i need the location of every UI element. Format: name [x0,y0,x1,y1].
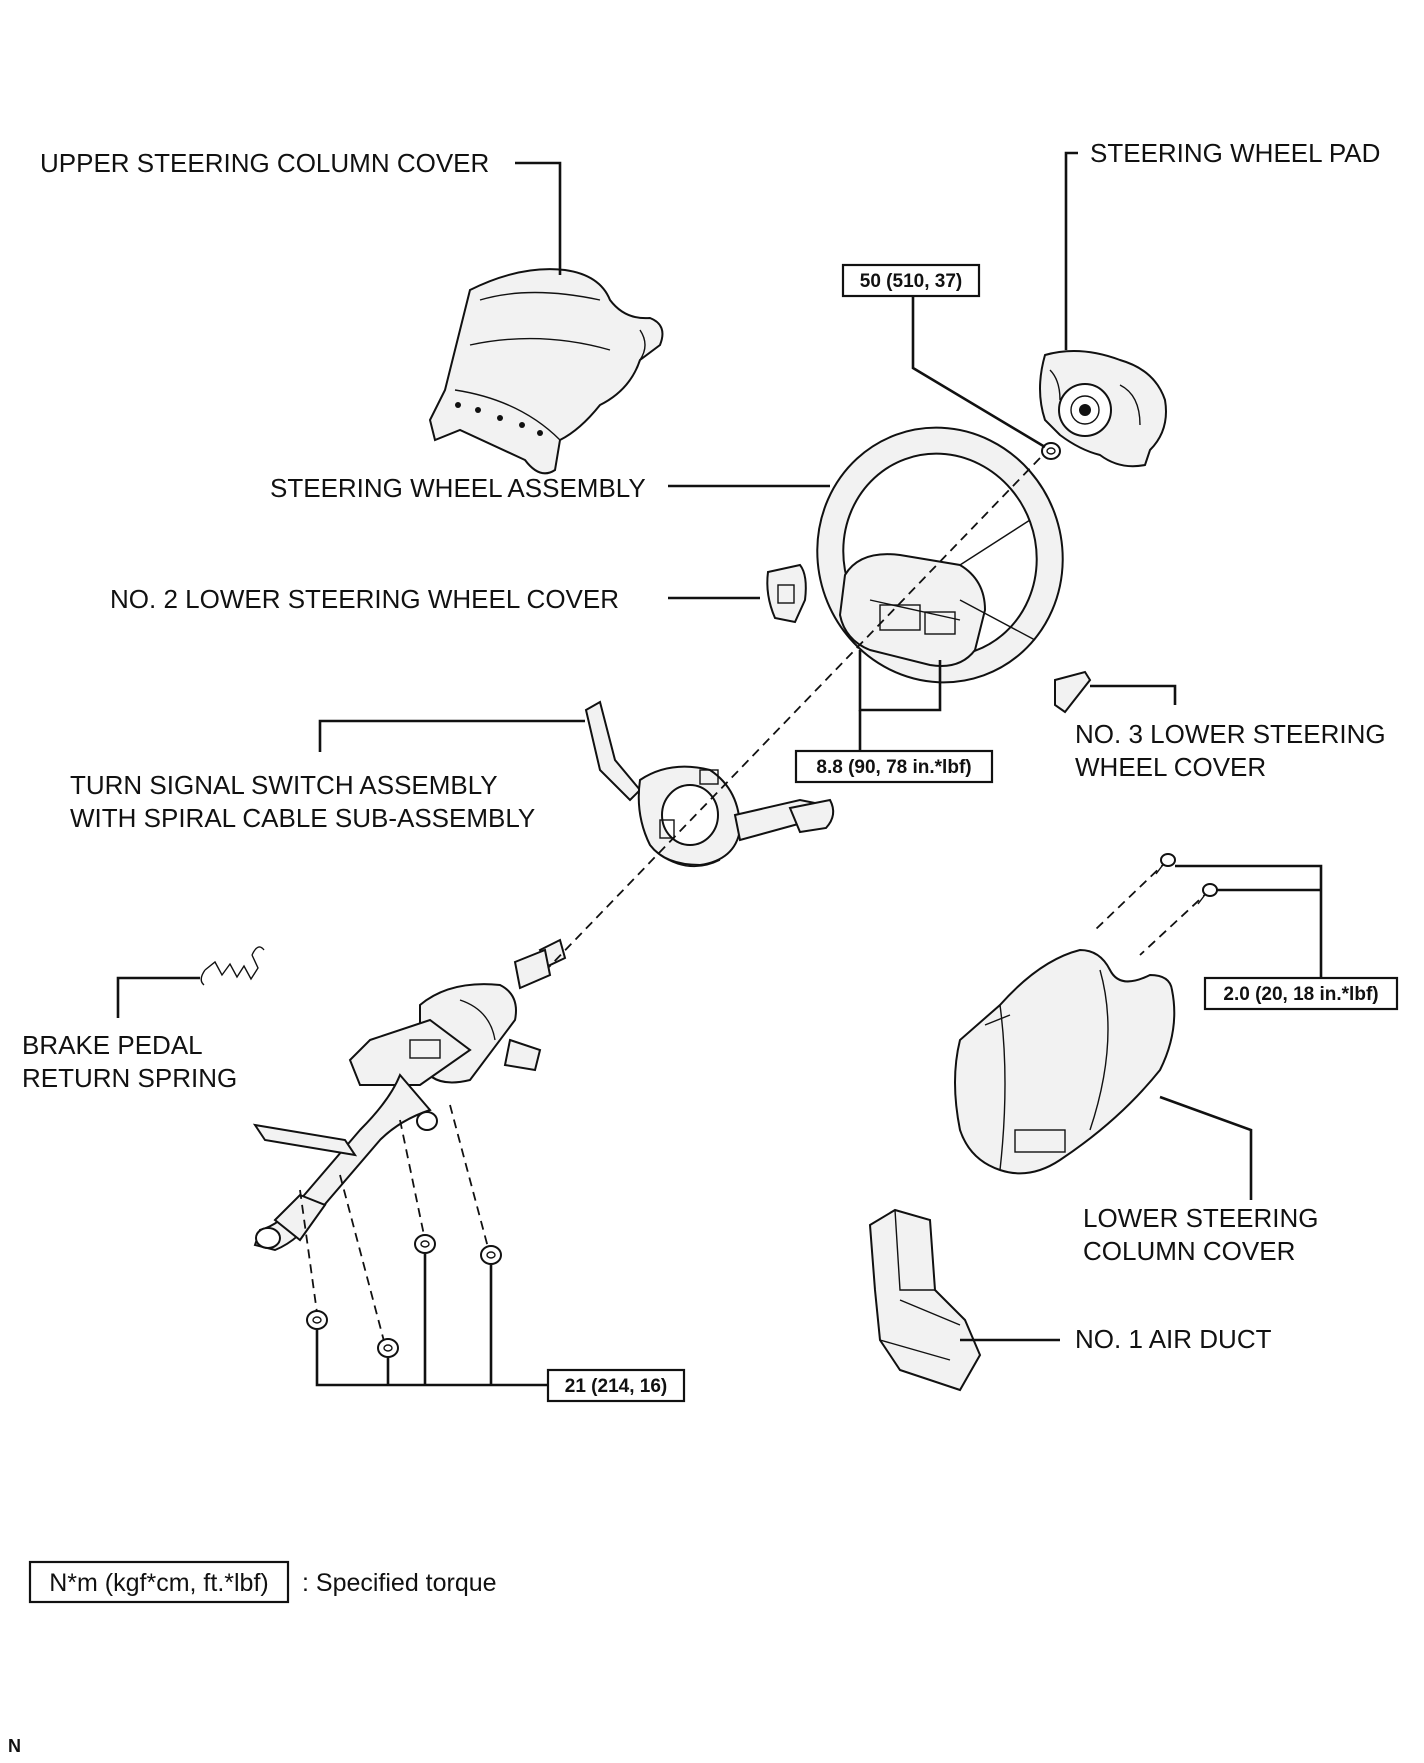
label-no3-lower-cover-line1: NO. 3 LOWER STEERING [1075,719,1386,749]
label-brake-spring-line1: BRAKE PEDAL [22,1030,203,1060]
column-nut-axis-4 [449,1104,491,1256]
torque-box-wheel-nut: 50 (510, 37) [841,263,981,298]
torque-label-lower-cover-screws: 2.0 (20, 18 in.*lbf) [1223,984,1378,1005]
column-nuts-leader-1 [315,1330,548,1387]
lower-cover-screw-axis-1 [1094,859,1169,931]
brake-spring-leader [116,976,200,1018]
label-lower-cover-line1: LOWER STEERING [1083,1203,1318,1233]
column-nut-axis-3 [399,1119,426,1241]
label-air-duct: NO. 1 AIR DUCT [1075,1324,1272,1354]
steering-wheel-drawing [816,426,1064,684]
torque-box-wheel-screws: 8.8 (90, 78 in.*lbf) [794,749,994,784]
torque-box-column-nuts: 21 (214, 16) [546,1368,686,1403]
label-no3-lower-cover-line2: WHEEL COVER [1075,752,1266,782]
wheel-screws-leader [858,650,942,712]
column-nut-axis-1 [299,1189,319,1321]
wheel-nut-leader [911,296,1046,449]
legend-meaning-text: : Specified torque [302,1569,497,1597]
legend-unit-box [28,1560,290,1604]
label-lower-cover-line2: COLUMN COVER [1083,1236,1295,1266]
corner-mark: N [8,1736,21,1756]
legend: N*m (kgf*cm, ft.*lbf) : Specified torque [28,1560,497,1604]
lower-cover-screws-drawing [1155,853,1218,905]
torque-box-lower-cover-screws: 2.0 (20, 18 in.*lbf) [1203,976,1399,1011]
label-turn-signal-line1: TURN SIGNAL SWITCH ASSEMBLY [70,770,498,800]
upper-column-cover-drawing [428,268,664,475]
lower-cover-leader [1159,1095,1253,1200]
air-duct-drawing [868,1208,982,1392]
steering-column-drawing [252,938,567,1252]
column-nut-axis-2 [339,1174,386,1346]
brake-spring-drawing [200,946,265,986]
turn-signal-switch-drawing [584,700,835,868]
turn-signal-leader [318,719,585,752]
lower-cover-screws-leader-1 [1175,864,1323,978]
label-wheel-pad: STEERING WHEEL PAD [1090,138,1380,168]
wheel-pad-leader [1064,151,1078,350]
wheel-nut-drawing [1041,442,1061,460]
no3-cover-leader [1090,684,1177,705]
label-upper-column-cover: UPPER STEERING COLUMN COVER [40,148,489,178]
upper-cover-leader [515,161,562,275]
label-brake-spring-line2: RETURN SPRING [22,1063,237,1093]
wheel-pad-drawing [1039,350,1167,468]
label-turn-signal-line2: WITH SPIRAL CABLE SUB-ASSEMBLY [70,803,535,833]
label-wheel-assembly: STEERING WHEEL ASSEMBLY [270,473,646,503]
torque-label-wheel-screws: 8.8 (90, 78 in.*lbf) [816,757,971,778]
no2-cover-drawing [766,563,807,624]
torque-label-wheel-nut: 50 (510, 37) [860,271,962,292]
lower-cover-screw-axis-2 [1139,889,1211,956]
column-nuts-drawing [306,1234,502,1358]
label-no2-lower-cover: NO. 2 LOWER STEERING WHEEL COVER [110,584,619,614]
main-axis-dashed [547,457,1041,969]
lower-cover-drawing [954,948,1176,1175]
torque-label-column-nuts: 21 (214, 16) [565,1376,667,1397]
legend-unit-text: N*m (kgf*cm, ft.*lbf) [49,1569,268,1597]
no3-cover-drawing [1054,670,1092,714]
